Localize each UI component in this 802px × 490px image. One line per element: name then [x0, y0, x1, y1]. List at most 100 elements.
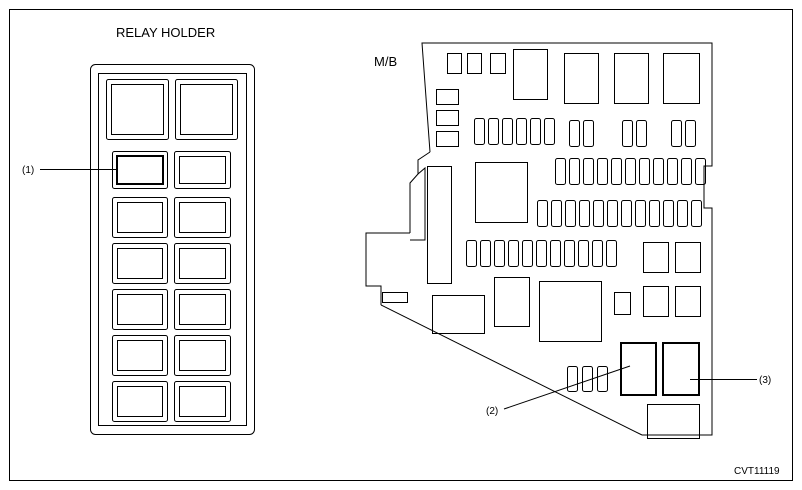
fuse [494, 240, 505, 267]
relay-block [513, 49, 548, 100]
relay-block [564, 53, 599, 104]
small-relay-right-column [174, 151, 231, 422]
fuse [537, 200, 548, 227]
fuse [569, 120, 580, 147]
bottom-block [647, 404, 700, 439]
mb-left-tab [365, 232, 410, 305]
fuse [663, 200, 674, 227]
small-relay-face [179, 248, 226, 279]
fuse [555, 158, 566, 185]
small-relay-face [179, 202, 226, 233]
small-relay [174, 151, 231, 189]
fuse [551, 200, 562, 227]
fuse [597, 158, 608, 185]
fuse [583, 120, 594, 147]
callout-label-3: (3) [759, 375, 771, 386]
main-fuse-box [365, 42, 713, 439]
fuse [635, 200, 646, 227]
fuse [607, 200, 618, 227]
fuse [436, 89, 459, 105]
fuse [466, 240, 477, 267]
fuse [649, 200, 660, 227]
fuse [597, 366, 608, 392]
relay-holder-inner-frame [98, 73, 247, 426]
small-relay [112, 197, 168, 238]
fuse [691, 200, 702, 227]
small-relay [112, 381, 168, 422]
mb-outline-lower-edge [380, 304, 643, 436]
small-relay-highlighted [116, 155, 164, 185]
fuse [569, 158, 580, 185]
small-relay [112, 335, 168, 376]
figure-code: CVT11119 [734, 466, 780, 477]
fuse [447, 53, 462, 74]
fuse [667, 158, 678, 185]
small-relay-face [117, 202, 163, 233]
fuse [550, 240, 561, 267]
fuse [583, 158, 594, 185]
fuse [467, 53, 482, 74]
fuse [639, 158, 650, 185]
relay-holder-outline [90, 64, 255, 435]
fuse [695, 158, 706, 185]
large-relay-right [175, 79, 238, 140]
small-relay [112, 289, 168, 330]
fuse [502, 118, 513, 145]
small-relay [174, 197, 231, 238]
lower-block [432, 295, 485, 334]
lower-block [494, 277, 530, 327]
small-relay-face [117, 294, 163, 325]
fuse [621, 200, 632, 227]
large-relay-left-face [111, 84, 164, 135]
fuse [685, 120, 696, 147]
fuse [606, 240, 617, 267]
fuse [653, 158, 664, 185]
fuse [677, 200, 688, 227]
fuse [681, 158, 692, 185]
fuse [522, 240, 533, 267]
small-relay [174, 335, 231, 376]
fuse [516, 118, 527, 145]
fuse [625, 158, 636, 185]
callout-label-2: (2) [486, 406, 498, 417]
fuse [480, 240, 491, 267]
small-connector [382, 292, 408, 303]
relay-block [663, 53, 700, 104]
mb-outline [421, 42, 713, 436]
fuse [474, 118, 485, 145]
small-relay-face [117, 248, 163, 279]
center-block [475, 162, 528, 223]
figure-frame [9, 9, 793, 481]
small-relay [174, 289, 231, 330]
large-lower-block [539, 281, 602, 342]
mb-title: M/B [374, 54, 397, 69]
small-relay [174, 381, 231, 422]
relay-highlighted-2 [620, 342, 657, 396]
fuse [564, 240, 575, 267]
relay-holder [90, 64, 255, 435]
relay-highlighted-3 [662, 342, 700, 396]
fuse [436, 110, 459, 126]
relay-block [675, 242, 701, 273]
fuse [544, 118, 555, 145]
small-relay [112, 151, 168, 189]
fuse [508, 240, 519, 267]
small-relay-left-column [112, 151, 168, 422]
fuse [488, 118, 499, 145]
callout-label-1: (1) [22, 165, 34, 176]
fuse [622, 120, 633, 147]
connector-strip [427, 166, 452, 284]
fuse [671, 120, 682, 147]
fuse [592, 240, 603, 267]
small-relay-face [179, 386, 226, 417]
mb-left-step-inner [410, 166, 426, 241]
small-relay-face [179, 156, 226, 184]
callout-leader-2 [503, 365, 631, 410]
small-relay-face [117, 386, 163, 417]
relay-holder-title: RELAY HOLDER [116, 25, 215, 40]
large-relay-right-face [180, 84, 233, 135]
fuse [593, 200, 604, 227]
small-relay-face [179, 294, 226, 325]
fuse [579, 200, 590, 227]
